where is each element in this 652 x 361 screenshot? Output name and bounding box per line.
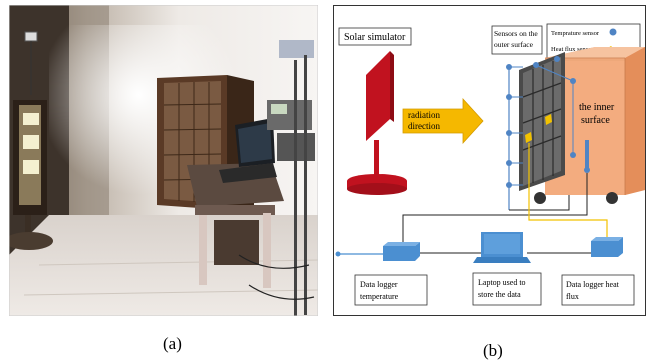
inner-surface-line2: surface [581, 115, 610, 126]
solar-simulator-label: Solar simulator [344, 32, 406, 43]
heat-flux-wire [528, 143, 608, 238]
logger-heat-line2: flux [566, 292, 579, 301]
wheel-right [606, 192, 618, 204]
radiation-label-line2: direction [408, 121, 440, 131]
legend-heat-label: Heat flux sensor [551, 46, 594, 53]
data-logger-temperature-device [383, 242, 420, 261]
temp-sensor-2 [506, 94, 512, 100]
floor [9, 215, 318, 316]
temp-sensor-3 [506, 130, 512, 136]
sensors-label-line1: Sensors on the [494, 29, 538, 38]
caption-a: (a) [163, 334, 182, 353]
radiation-arrow [402, 97, 484, 145]
solar-simulator-stand [374, 140, 379, 177]
solar-simulator-label-box [338, 27, 412, 46]
solar-simulator-panel [366, 51, 390, 141]
heat-flux-sensor-outer [525, 132, 532, 143]
inner-surface-line1: the inner [579, 102, 615, 113]
photo-experimental-setup [9, 5, 318, 316]
temp-sensor-4 [506, 160, 512, 166]
schematic-diagram: Solar simulator radiation direction Sens… [333, 5, 646, 316]
inner-temp-probe [585, 140, 589, 170]
caption-b: (b) [483, 341, 503, 360]
laptop-line2: store the data [478, 290, 521, 299]
radiation-label-line1: radiation [408, 110, 440, 120]
temp-sensor-7 [554, 56, 560, 62]
temp-sensor-1 [506, 64, 512, 70]
legend-temp-sensor-icon [609, 28, 617, 36]
heat-flux-sensor-inner [545, 114, 552, 125]
logger-temp-label-box [354, 274, 428, 306]
temp-logger-cable [402, 173, 588, 245]
logger-temp-line1: Data logger [360, 280, 398, 289]
logger-heat-label-box [561, 274, 635, 306]
temp-sensor-5 [506, 182, 512, 188]
schematic-svg: Solar simulator radiation direction Sens… [333, 5, 646, 316]
test-enclosure [545, 47, 645, 195]
logger-heat-line1: Data logger heat [566, 280, 620, 289]
wall-socket [24, 31, 38, 42]
laptop-label-box [472, 272, 542, 306]
data-logger-heat-flux-device [591, 237, 623, 257]
logger-temp-line2: temperature [360, 292, 399, 301]
sensors-label-line2: outer surface [494, 40, 534, 49]
wheel-left [534, 192, 546, 204]
photo-illustration [9, 5, 318, 316]
laptop-line1: Laptop used to [478, 278, 526, 287]
legend-temp-label: Temprature sensor [551, 30, 600, 37]
sensors-label-box [491, 25, 543, 55]
